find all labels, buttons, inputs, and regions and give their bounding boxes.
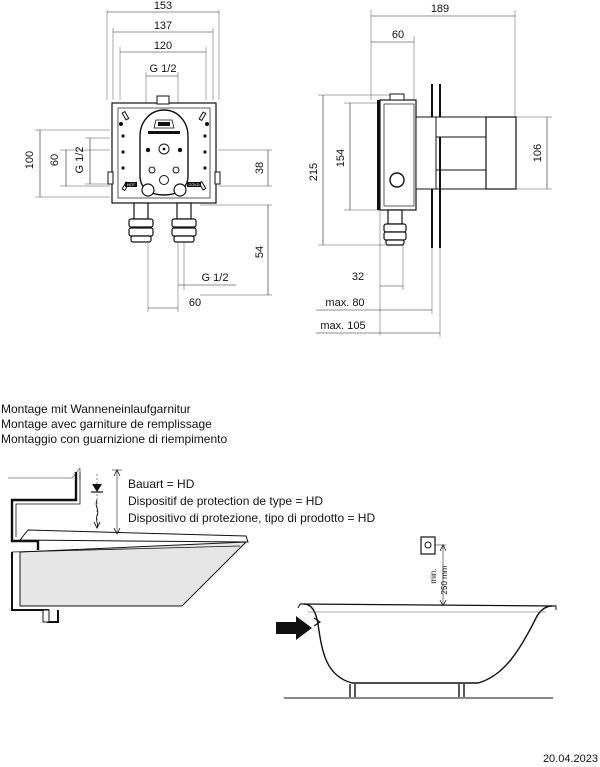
dim-height-60: 60 — [49, 154, 61, 166]
inlet-right — [171, 202, 197, 243]
mounting-line-it: Montaggio con guarnizione di riempimento — [1, 432, 227, 446]
protection-line-it: Dispositivo di protezione, tipo di prodo… — [128, 511, 375, 525]
protection-line-fr: Dispositif de protection de type = HD — [128, 494, 323, 508]
dim-height-54: 54 — [254, 246, 266, 258]
cold-mark: COLD — [188, 182, 199, 187]
dim-height-106: 106 — [532, 144, 544, 162]
dim-height-215: 215 — [308, 163, 320, 181]
dim-depth-189: 189 — [431, 3, 449, 15]
arrow-icon — [276, 616, 312, 640]
dim-thread-side: G 1/2 — [74, 147, 86, 174]
hot-mark: HOT — [127, 182, 136, 187]
dim-height-38: 38 — [254, 162, 266, 174]
side-view: 189 60 215 154 106 — [308, 3, 552, 337]
dim-width-120: 120 — [154, 40, 172, 52]
dim-width-153: 153 — [154, 0, 172, 12]
dim-width-60: 60 — [189, 297, 201, 309]
tub-shell — [303, 603, 553, 684]
protection-line-de: Bauart = HD — [128, 477, 195, 491]
min-value: 250 mm — [440, 565, 449, 594]
mounting-line-fr: Montage avec garniture de remplissage — [1, 417, 212, 431]
bathtub-diagram: min. 250 mm — [276, 536, 557, 699]
dim-thread-top: G 1/2 — [150, 63, 177, 75]
dim-height-154: 154 — [335, 149, 347, 167]
dim-max-105: max. 105 — [320, 320, 365, 332]
mounting-line-de: Montage mit Wanneneinlaufgarnitur — [1, 402, 191, 416]
drawing-date: 20.04.2023 — [543, 753, 598, 765]
dim-max-80: max. 80 — [325, 297, 364, 309]
dim-thread-bottom: G 1/2 — [202, 272, 229, 284]
dim-width-137: 137 — [154, 20, 172, 32]
min-label: min. — [429, 568, 438, 583]
mounting-caption: Montage mit Wanneneinlaufgarnitur Montag… — [1, 402, 227, 446]
inlet-left — [128, 202, 154, 243]
dim-depth-32: 32 — [352, 271, 364, 283]
dim-height-100: 100 — [24, 151, 36, 169]
dim-depth-60: 60 — [392, 29, 404, 41]
backflow-schematic: Bauart = HD Dispositif de protection de … — [8, 467, 375, 623]
front-view: 153 137 120 G 1/2 100 60 G 1/2 — [24, 0, 272, 312]
